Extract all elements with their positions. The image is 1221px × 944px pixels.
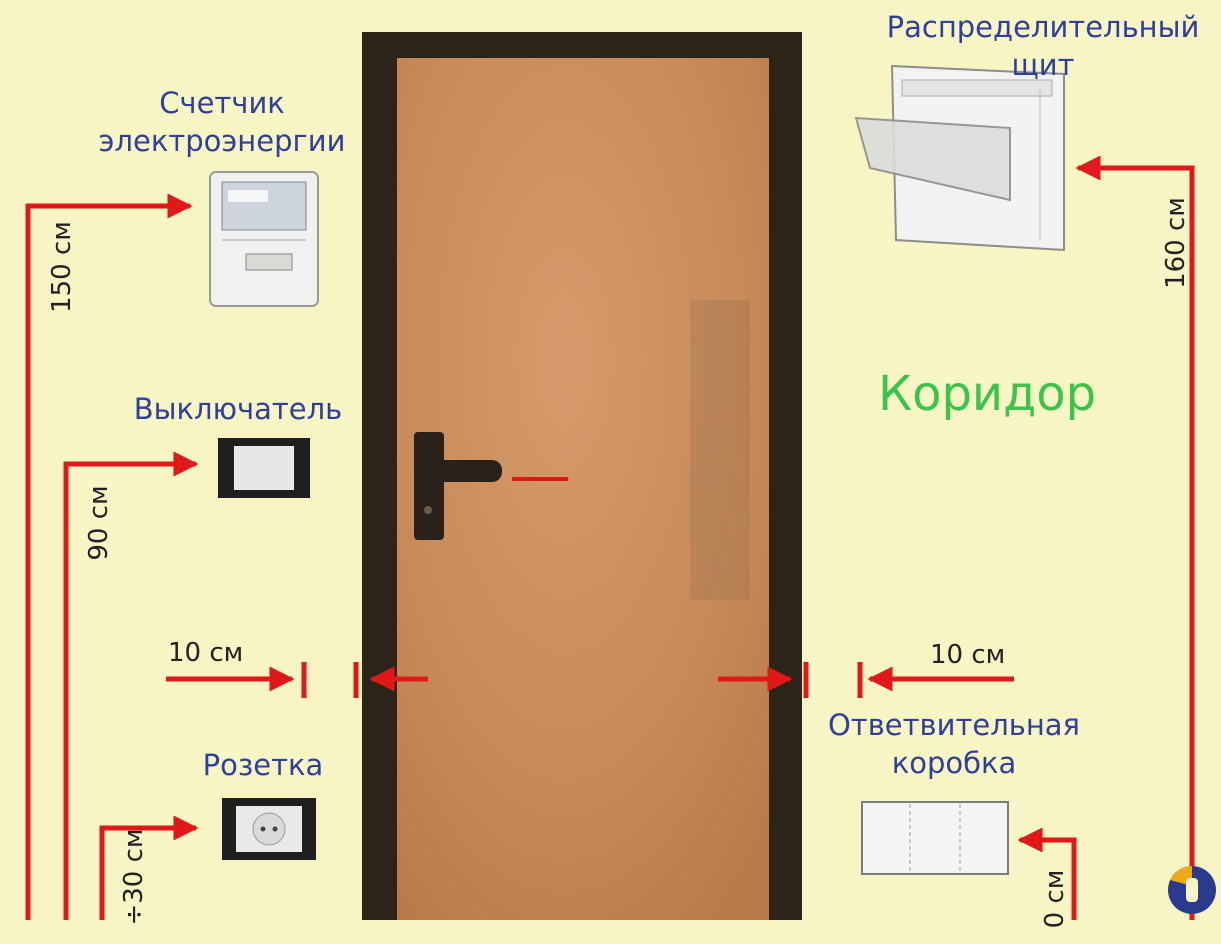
switch-label: Выключатель bbox=[133, 392, 343, 426]
door-shadow bbox=[690, 300, 750, 600]
wiring-diagram bbox=[25, 32, 1216, 920]
electric-meter-icon bbox=[209, 171, 319, 307]
power-socket-icon bbox=[222, 798, 316, 860]
watermark-logo-icon bbox=[1168, 865, 1216, 914]
right-wiring-lines bbox=[1017, 155, 1195, 920]
meter-height-label: 150 см bbox=[47, 221, 77, 313]
left-offset-dimension bbox=[166, 662, 428, 698]
right-offset-label: 10 см bbox=[930, 640, 1006, 670]
door bbox=[362, 32, 802, 920]
junction-box-icon bbox=[861, 801, 1009, 875]
junction-label: Ответвительная коробка bbox=[827, 708, 1081, 780]
panel-label: Распределительный щит bbox=[886, 10, 1200, 82]
distribution-panel-icon bbox=[854, 64, 1065, 252]
junction-height-label: 0 см bbox=[1040, 869, 1070, 929]
switch-height-label: 90 см bbox=[84, 485, 114, 561]
room-label: Коридор bbox=[878, 366, 1097, 422]
left-wiring-lines bbox=[25, 193, 199, 920]
panel-height-label: 160 см bbox=[1161, 197, 1191, 289]
right-offset-dimension bbox=[718, 662, 1014, 698]
meter-label: Счетчик электроэнергии bbox=[98, 86, 346, 158]
socket-height-label: ÷30 см bbox=[119, 828, 149, 926]
door-leaf bbox=[397, 58, 769, 920]
light-switch-icon bbox=[218, 438, 310, 498]
door-handle-icon bbox=[414, 432, 502, 540]
socket-label: Розетка bbox=[202, 748, 324, 782]
left-offset-label: 10 см bbox=[168, 638, 244, 668]
